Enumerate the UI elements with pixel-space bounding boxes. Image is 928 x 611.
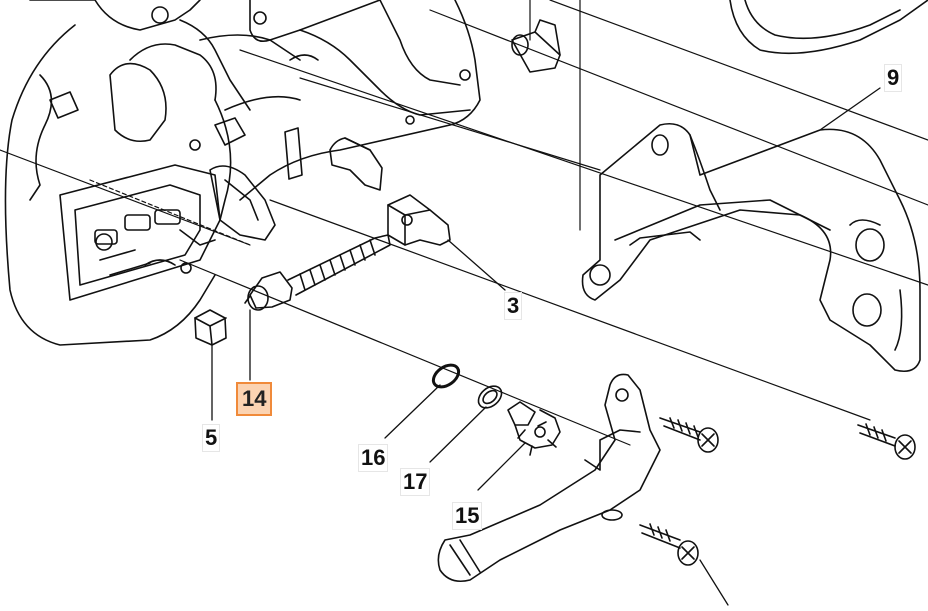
part-14-screw [244, 234, 391, 311]
callout-5: 5 [202, 424, 221, 452]
part-15-gear [507, 401, 561, 456]
ring-part [729, 0, 928, 55]
screw-right [857, 423, 916, 460]
part-16-oring [431, 363, 461, 389]
part-17-washer [477, 385, 503, 409]
upper-mount [209, 0, 481, 241]
callout-14: 14 [236, 382, 273, 416]
leader-lines [211, 87, 881, 606]
callout-17: 17 [400, 468, 431, 496]
upper-pin [511, 19, 561, 73]
lower-bracket [437, 373, 661, 583]
screw-upper [659, 417, 719, 453]
callout-3: 3 [504, 292, 523, 320]
part-9-cover [581, 122, 921, 373]
main-housing [4, 0, 301, 346]
callout-15: 15 [452, 502, 483, 530]
callout-16: 16 [358, 444, 389, 472]
assembly-lines [0, 0, 928, 446]
screw-lower [639, 523, 699, 566]
callout-9: 9 [884, 64, 903, 92]
part-3-nut [387, 194, 451, 246]
part-5-bushing [194, 309, 227, 346]
screws [639, 417, 916, 566]
